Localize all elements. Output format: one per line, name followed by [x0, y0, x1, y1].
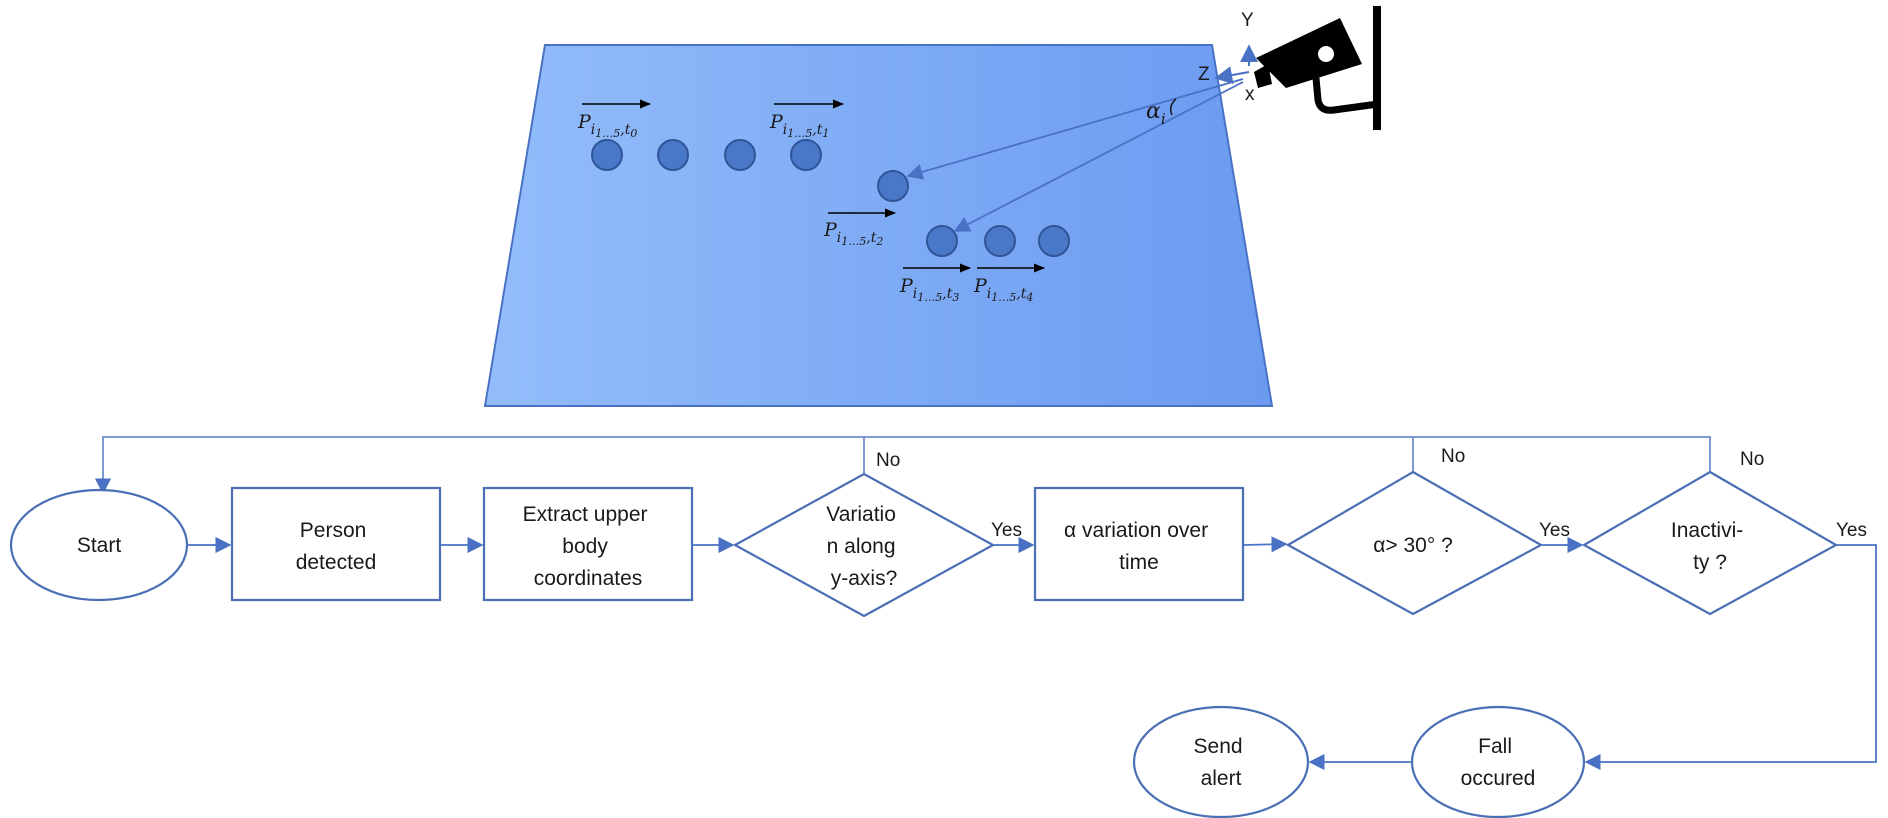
variation-decision: Variatio n along y-axis? — [732, 472, 996, 618]
vector-label-t2: Pi1…5,t2 — [823, 208, 897, 248]
alpha-threshold-decision: α> 30° ? — [1285, 470, 1544, 616]
position-dot — [657, 139, 689, 171]
svg-text:Extract upper body: Extract upper body coordinates — [523, 503, 654, 590]
svg-text:Pi1…5,t2: Pi1…5,t2 — [823, 219, 883, 248]
vector-label-t4: Pi1…5,t4 — [973, 263, 1046, 304]
flowchart: Start Person detected Extract upper body… — [9, 436, 1877, 818]
angle-arc — [1169, 98, 1177, 116]
position-dot — [877, 170, 909, 202]
position-dot — [984, 225, 1016, 257]
alpha-variation-node: α variation over time — [1033, 486, 1245, 602]
loop-line — [94, 436, 865, 495]
svg-text:Person detected: Person detected — [296, 519, 377, 574]
fall-occured-node: Fall occured — [1410, 705, 1586, 818]
vector-label-t0: Pi1…5,t0 — [577, 99, 652, 140]
position-dot — [591, 139, 623, 171]
flow-arrow — [1584, 544, 1877, 771]
position-dot — [1038, 225, 1070, 257]
position-dot — [724, 139, 756, 171]
axis-z-label: Z — [1198, 64, 1210, 85]
svg-text:Pi1…5,t1: Pi1…5,t1 — [769, 111, 829, 140]
floor-plane — [483, 44, 1274, 407]
svg-text:Variatio n along: Variatio n along y-axis? — [826, 503, 902, 590]
svg-text:Pi1…5,t0: Pi1…5,t0 — [577, 111, 637, 140]
yes-label: Yes — [1539, 520, 1570, 541]
loop-line — [864, 436, 1414, 473]
svg-text:Inactivi- ty ?: Inactivi- ty ? — [1671, 519, 1749, 574]
no-label: No — [876, 450, 900, 471]
axis-y-label: Y — [1241, 10, 1254, 31]
flow-arrow — [1242, 536, 1288, 553]
vector-label-t3: Pi1…5,t3 — [899, 263, 972, 304]
svg-text:Send alert: Send alert — [1194, 735, 1249, 790]
yes-label: Yes — [991, 520, 1022, 541]
extract-coordinates-node: Extract upper body coordinates — [482, 486, 694, 602]
person-detected-node: Person detected — [230, 486, 442, 602]
start-node: Start — [9, 488, 189, 602]
scene: αi Pi1…5,t0 Pi1…5,t1 Pi1…5,t2 Pi1…5,t3 P… — [483, 6, 1381, 407]
position-dot — [790, 139, 822, 171]
svg-text:α variation over time: α variation over time — [1064, 519, 1214, 574]
angle-label: αi — [1146, 99, 1166, 128]
svg-text:Start: Start — [77, 534, 122, 557]
axis-x-label: x — [1245, 84, 1255, 105]
inactivity-decision: Inactivi- ty ? — [1581, 470, 1839, 616]
loop-line — [1413, 436, 1711, 473]
camera-ray — [953, 81, 1244, 232]
security-camera-icon — [1254, 6, 1381, 130]
vector-label-t1: Pi1…5,t1 — [769, 99, 845, 140]
yes-label: Yes — [1836, 520, 1867, 541]
svg-text:Pi1…5,t3: Pi1…5,t3 — [899, 275, 959, 304]
no-label: No — [1740, 449, 1764, 470]
position-dot — [926, 225, 958, 257]
flow-arrows — [187, 536, 1877, 771]
svg-text:α> 30° ?: α> 30° ? — [1373, 534, 1453, 557]
camera-ray — [906, 78, 1244, 180]
no-label: No — [1441, 446, 1465, 467]
svg-text:Pi1…5,t4: Pi1…5,t4 — [973, 275, 1033, 304]
svg-text:Fall occured: Fall occured — [1461, 735, 1536, 790]
position-dots — [591, 139, 1070, 257]
camera-axes: Y Z x — [1198, 10, 1258, 105]
send-alert-node: Send alert — [1132, 705, 1310, 818]
